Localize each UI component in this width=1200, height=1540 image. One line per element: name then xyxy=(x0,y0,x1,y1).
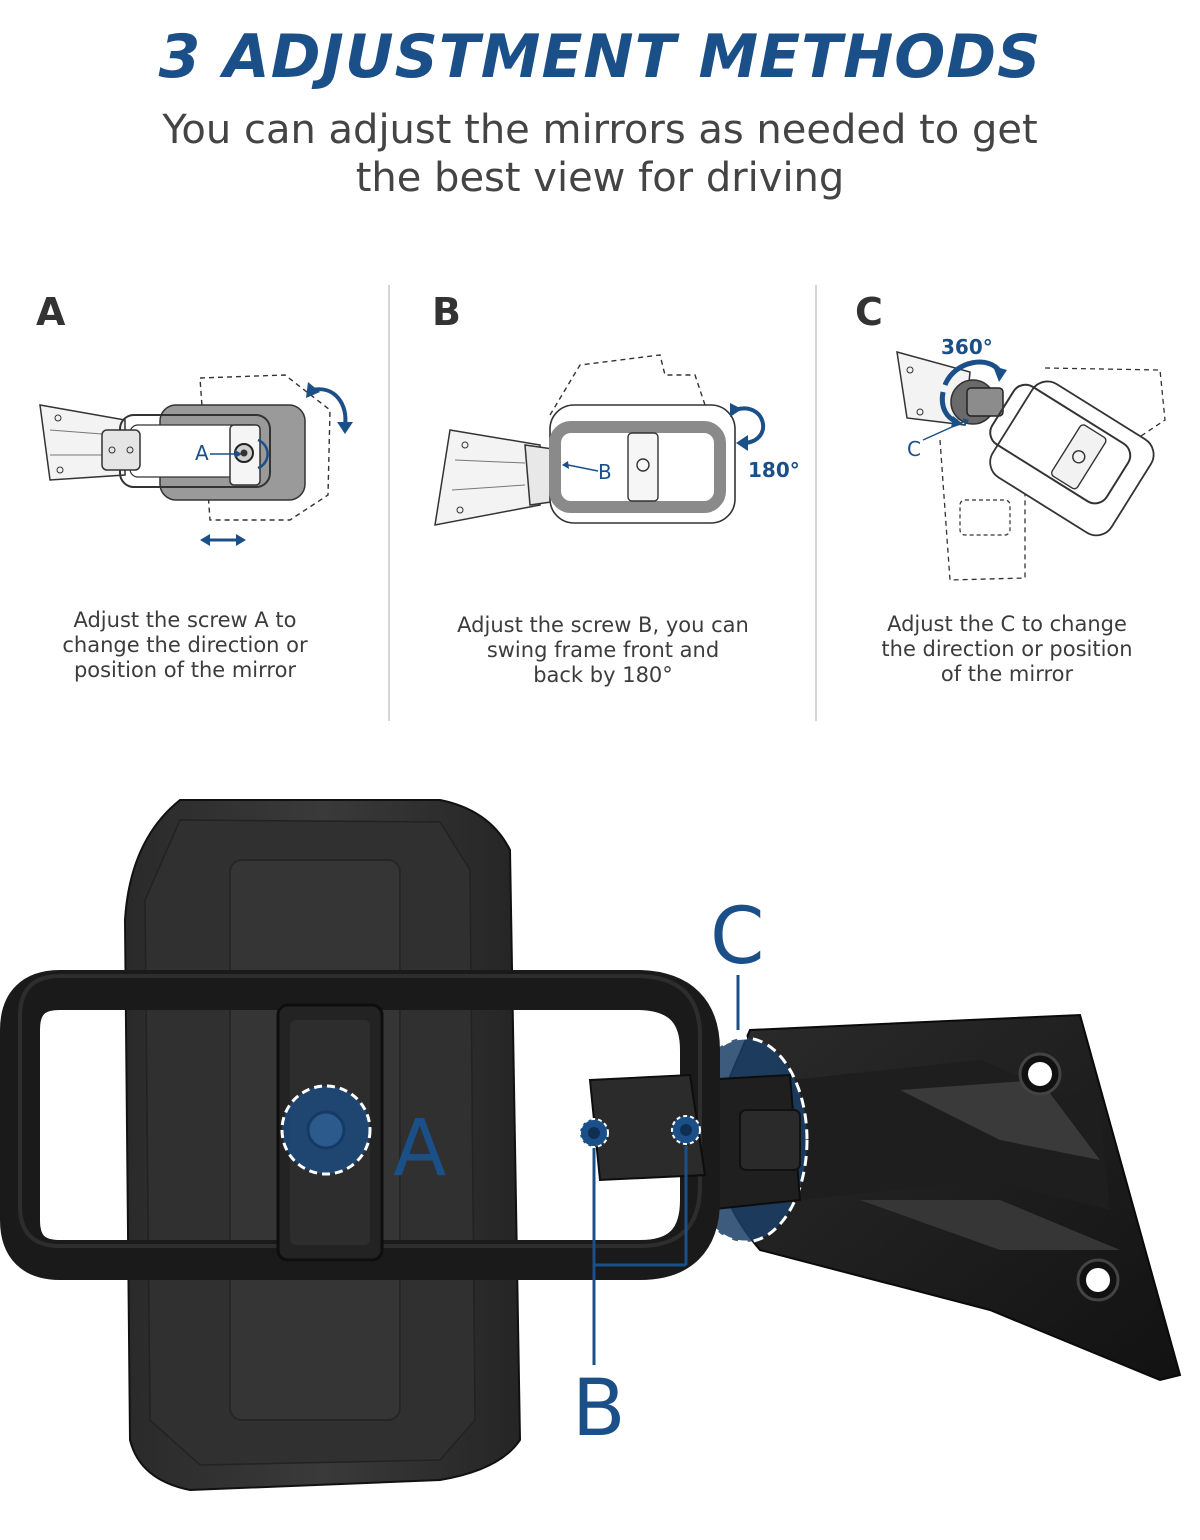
mirror-product-image xyxy=(0,799,1182,1492)
photo-label-c: C xyxy=(710,892,765,982)
panel-a-callout: A xyxy=(195,441,209,465)
panel-a-caption: Adjust the screw A to change the directi… xyxy=(0,608,370,683)
panel-c-diagram: 360° C xyxy=(896,335,1166,581)
panel-b-diagram: B 180° xyxy=(434,354,800,526)
subtitle-line-1: You can adjust the mirrors as needed to … xyxy=(162,107,1038,153)
panel-a-letter: A xyxy=(36,290,66,334)
panel-b-letter: B xyxy=(432,290,461,334)
panel-b-caption-line-1: Adjust the screw B, you can xyxy=(457,613,749,637)
panel-b-caption: Adjust the screw B, you can swing frame … xyxy=(418,613,788,688)
photo-label-a: A xyxy=(393,1104,447,1194)
panel-c-caption-line-1: Adjust the C to change xyxy=(887,612,1127,636)
panel-divider-1 xyxy=(388,285,390,721)
page-subtitle: You can adjust the mirrors as needed to … xyxy=(0,106,1200,202)
panel-c-caption-line-3: of the mirror xyxy=(940,662,1074,686)
panel-b-rotation-label: 180° xyxy=(748,458,800,482)
panel-b-caption-line-2: swing frame front and xyxy=(486,638,720,662)
panel-c-callout: C xyxy=(907,437,921,461)
panel-c-caption-line-2: the direction or position xyxy=(881,637,1133,661)
photo-label-b: B xyxy=(572,1364,626,1454)
panel-a-caption-line-1: Adjust the screw A to xyxy=(73,608,297,632)
panel-c-letter: C xyxy=(855,290,883,334)
panel-a-caption-line-2: change the direction or xyxy=(62,633,308,657)
panel-divider-2 xyxy=(815,285,817,721)
subtitle-line-2: the best view for driving xyxy=(355,155,845,201)
panel-b-caption-line-3: back by 180° xyxy=(533,663,673,687)
panel-b-callout: B xyxy=(598,460,612,484)
panel-a-diagram: A xyxy=(39,374,353,546)
page-title: 3 ADJUSTMENT METHODS xyxy=(158,22,1042,92)
panel-c-caption: Adjust the C to change the direction or … xyxy=(822,612,1192,687)
panel-c-rotation-label: 360° xyxy=(941,335,993,359)
panel-a-caption-line-3: position of the mirror xyxy=(73,658,297,682)
